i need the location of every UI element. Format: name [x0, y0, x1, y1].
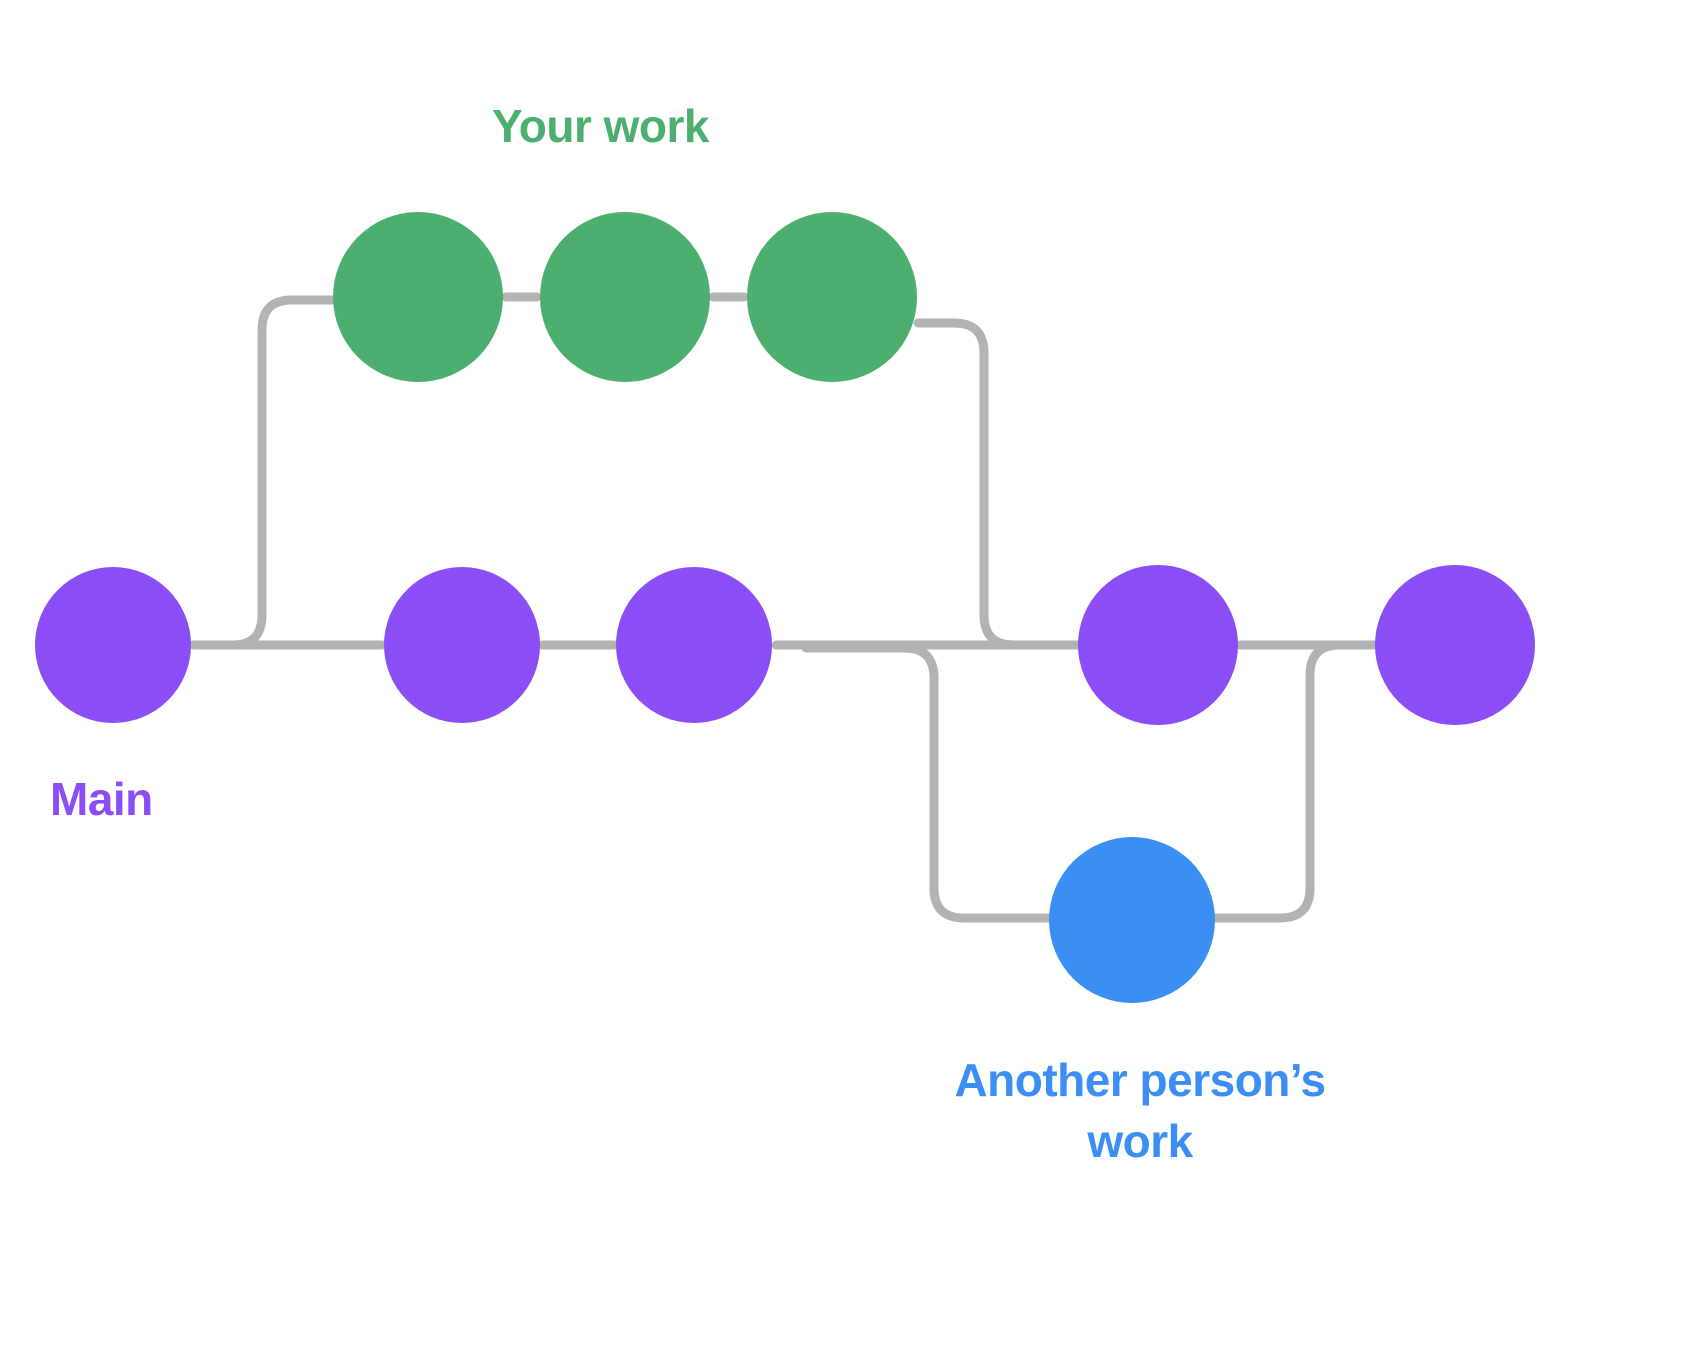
commit-node-main-4[interactable]	[1078, 565, 1238, 725]
commit-node-main-5[interactable]	[1375, 565, 1535, 725]
edge-branch-out-other	[801, 643, 1055, 923]
branch-label-another-person: Another person’s work	[954, 1054, 1326, 1167]
commit-node-main-1[interactable]	[35, 567, 191, 723]
connector-lines	[188, 292, 1385, 923]
commit-node-another-person-1[interactable]	[1049, 837, 1215, 1003]
commit-node-your-work-1[interactable]	[333, 212, 503, 382]
commit-node-main-3[interactable]	[616, 567, 772, 723]
commit-node-your-work-2[interactable]	[540, 212, 710, 382]
edge-merge-work	[913, 318, 1083, 650]
commit-node-main-2[interactable]	[384, 567, 540, 723]
commit-node-your-work-3[interactable]	[747, 212, 917, 382]
edge-branch-out-work	[223, 295, 341, 650]
edge-merge-other	[1209, 640, 1385, 923]
branch-label-your-work: Your work	[492, 100, 710, 152]
branch-label-main: Main	[50, 773, 153, 825]
commit-nodes	[35, 212, 1535, 1003]
